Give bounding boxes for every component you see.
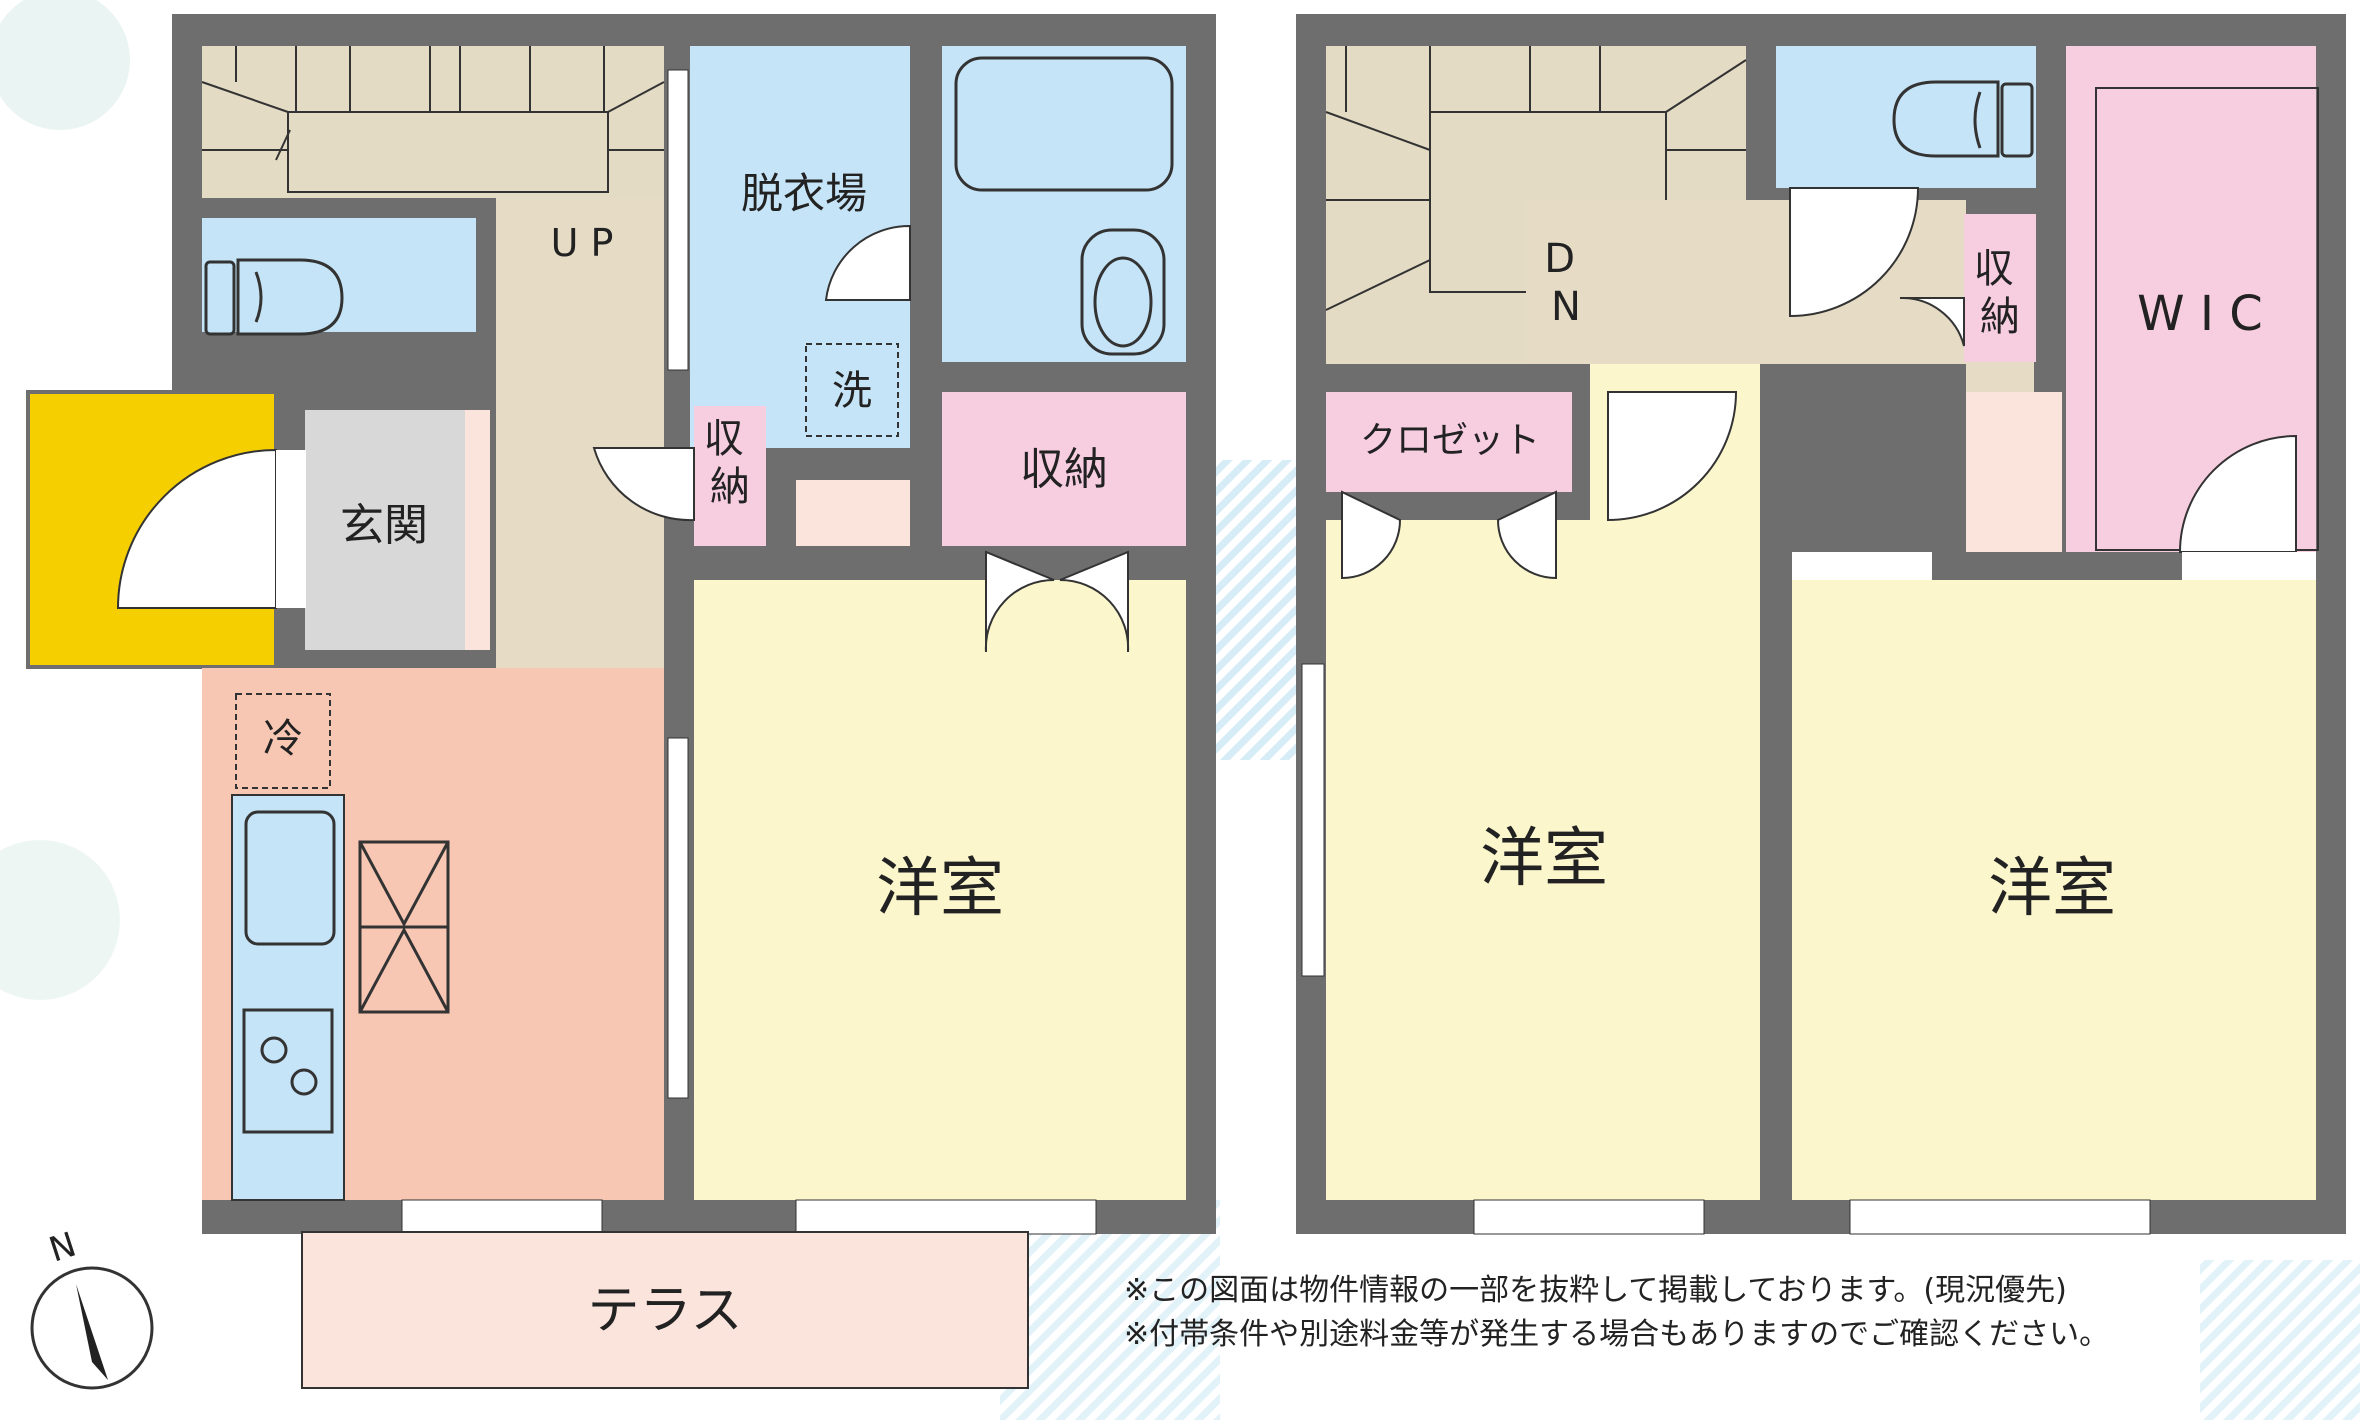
label-storage-small-upper-2: 納 xyxy=(1980,294,2020,340)
compass: N xyxy=(30,1225,154,1390)
toilet-icon xyxy=(204,258,344,336)
closet xyxy=(1326,392,1572,492)
western-room xyxy=(694,580,1186,1200)
label-stair-down-2: N xyxy=(1551,284,1581,330)
kitchen xyxy=(231,693,450,1201)
storage-shelf-upper xyxy=(1966,392,2062,552)
storage-small xyxy=(694,406,766,546)
western-room-1 xyxy=(1326,520,1760,1200)
label-storage-small-1: 収 xyxy=(704,416,744,462)
stair-lines xyxy=(201,46,665,193)
storage-shelf xyxy=(796,480,910,546)
label-stair-up: U P xyxy=(551,221,614,265)
western-room-2 xyxy=(1792,580,2316,1200)
notes: ※この図面は物件情報の一部を抜粋して掲載しております。(現況優先) ※付帯条件や… xyxy=(1124,1273,2109,1352)
label-storage-small-upper-1: 収 xyxy=(1974,246,2014,292)
terrace xyxy=(301,1231,1029,1389)
label-western-room: 洋室 xyxy=(876,852,1004,926)
label-stair-down-1: D xyxy=(1544,236,1575,282)
room-labels: U P 脱衣場 洗 収 納 収納 玄関 冷 洋室 テラス D N 収 納 W I… xyxy=(263,169,2263,1341)
label-western-room-2: 洋室 xyxy=(1988,852,2116,926)
label-closet: クロゼット xyxy=(1360,420,1540,461)
staircase-up xyxy=(202,46,664,198)
label-storage-small-2: 納 xyxy=(710,464,750,510)
entrance xyxy=(305,410,465,650)
label-western-room-1: 洋室 xyxy=(1480,822,1608,896)
label-wic: W I C xyxy=(2137,286,2263,342)
label-dressing: 脱衣場 xyxy=(741,169,867,218)
label-terrace: テラス xyxy=(588,1281,743,1341)
label-entrance: 玄関 xyxy=(340,500,428,551)
label-washer: 洗 xyxy=(832,368,872,414)
compass-ring xyxy=(30,1266,154,1390)
storage xyxy=(942,392,1186,546)
label-storage-small-upper: 収 納 xyxy=(1974,246,2027,340)
note-2: ※付帯条件や別途料金等が発生する場合もありますのでご確認ください。 xyxy=(1124,1317,2109,1352)
hall xyxy=(496,198,664,668)
closet-door xyxy=(984,550,1130,653)
toilet-icon-upper xyxy=(1892,80,2034,158)
upper-floor xyxy=(1296,14,2346,1235)
label-storage: 収納 xyxy=(1020,444,1108,495)
storage-small-upper xyxy=(1964,214,2036,362)
ground-floor xyxy=(26,14,1216,1389)
label-stair-down: D N xyxy=(1544,236,1588,330)
label-storage-small: 収 納 xyxy=(704,416,757,510)
label-fridge: 冷 xyxy=(263,716,303,762)
note-1: ※この図面は物件情報の一部を抜粋して掲載しております。(現況優先) xyxy=(1124,1273,2067,1308)
compass-label: N xyxy=(44,1225,81,1271)
compass-arrow-icon xyxy=(76,1284,108,1380)
washer-space xyxy=(805,343,899,437)
